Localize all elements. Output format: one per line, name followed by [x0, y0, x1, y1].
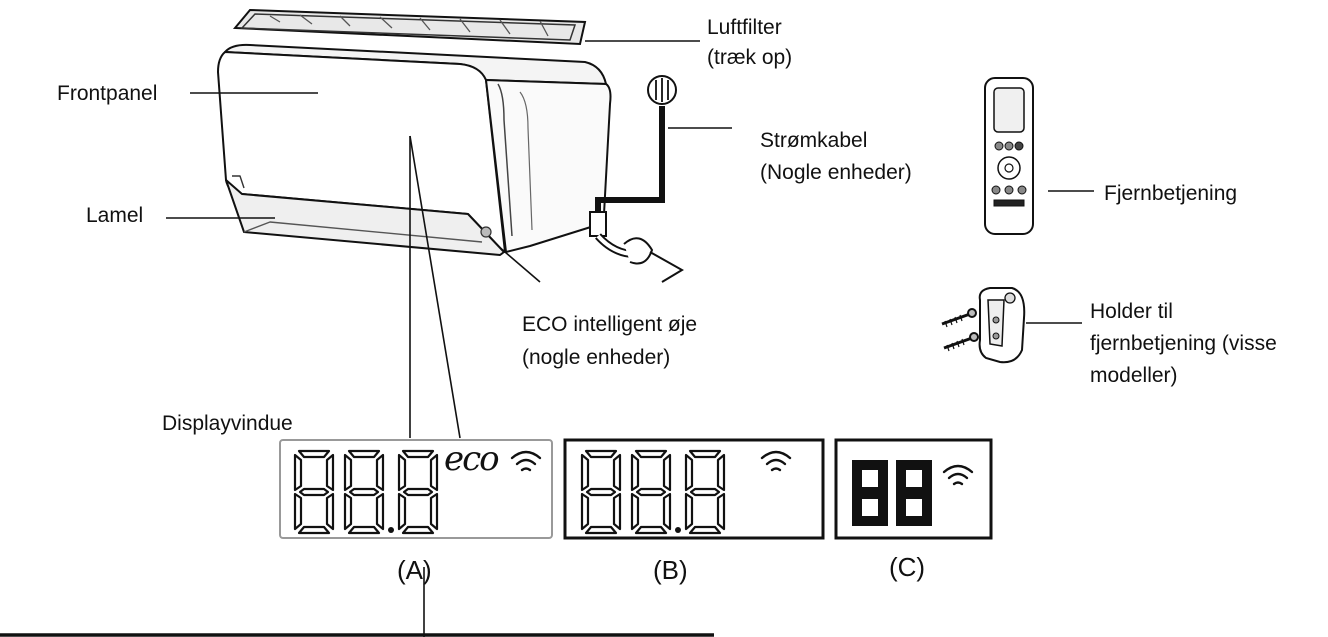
label-stromkabel-2: (Nogle enheder) — [760, 161, 912, 184]
caption-c: (C) — [889, 552, 926, 582]
label-fjernbetjening: Fjernbetjening — [1104, 182, 1238, 205]
label-luftfilter-1: Luftfilter — [707, 16, 782, 39]
label-stromkabel-1: Strømkabel — [760, 129, 868, 152]
power-cable — [589, 106, 684, 283]
bold-digit — [852, 460, 888, 526]
plug-icon — [647, 75, 677, 105]
air-filter — [232, 8, 587, 46]
leader-lines — [0, 40, 1094, 637]
label-holder-1: Holder til — [1090, 300, 1173, 323]
remote-control-icon — [984, 77, 1034, 235]
caption-b: (B) — [653, 555, 688, 585]
label-holder-2: fjernbetjening (visse — [1090, 332, 1277, 355]
eco-text: eco — [444, 439, 500, 479]
label-luftfilter-2: (træk op) — [707, 46, 793, 69]
label-holder-3: modeller) — [1090, 364, 1178, 387]
screw-icon — [941, 308, 979, 352]
bold-digit — [896, 460, 932, 526]
label-eco-2: (nogle enheder) — [522, 346, 671, 369]
display-b — [563, 438, 825, 540]
display-a — [279, 439, 553, 539]
label-displayvindue: Displayvindue — [162, 412, 293, 435]
remote-holder-icon — [978, 287, 1026, 364]
display-c — [834, 438, 993, 540]
caption-a: (A) — [397, 555, 432, 585]
indoor-unit-body — [217, 43, 612, 256]
label-frontpanel: Frontpanel — [57, 82, 158, 105]
label-lamel: Lamel — [86, 204, 144, 227]
label-eco-1: ECO intelligent øje — [522, 313, 698, 336]
